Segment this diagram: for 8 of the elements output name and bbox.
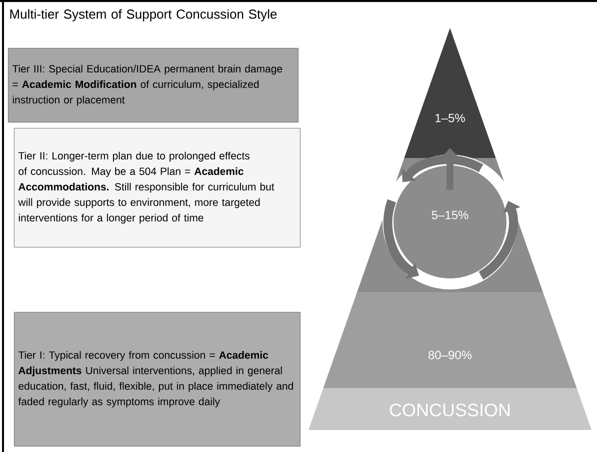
pyramid-tier: 5–15% xyxy=(357,158,543,292)
title: Multi-tier System of Support Concussion Style xyxy=(10,9,277,22)
text-box: Tier I: Typical recovery from concussion = Academic Adjustments Universal interventions, applied in general education, fast, fluid, flexible, put in place immediately and faded regularly as symptoms improve daily xyxy=(14,312,300,446)
pyramid-tier: 1–5% xyxy=(404,28,496,158)
text-box: Tier II: Longer-term plan due to prolonged effects of concussion. May be a 504 Plan = Academic Accommodations. Still responsible for curriculum but will provide supports to environment, more targeted interventions for a longer period of time xyxy=(14,128,300,248)
text-box: Tier III: Special Education/IDEA permanent brain damage = Academic Modification of curriculum, specialized instruction or placement xyxy=(8,48,298,122)
pyramid-tier: 80–90% xyxy=(323,292,577,388)
pyramid-tier: CONCUSSION xyxy=(308,388,592,430)
